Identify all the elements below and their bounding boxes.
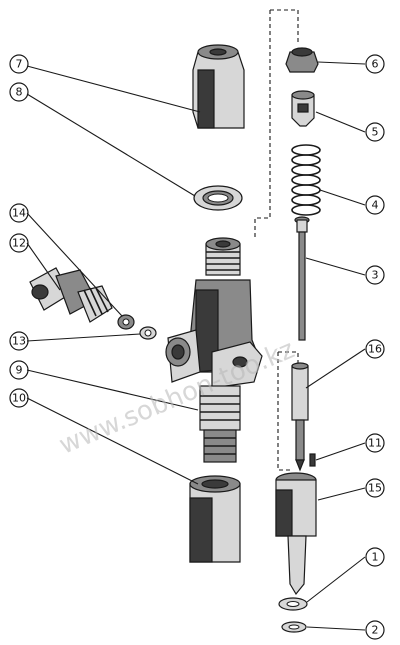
part-1-washer xyxy=(278,597,308,611)
callout-15: 15 xyxy=(365,478,385,498)
part-9-nozzle-body xyxy=(165,237,263,463)
callout-3: 3 xyxy=(365,265,385,285)
part-6-small-nut xyxy=(285,47,319,73)
part-15-nozzle xyxy=(275,472,317,596)
part-11-pin xyxy=(309,453,316,467)
svg-text:11: 11 xyxy=(368,437,382,450)
part-5-cap xyxy=(291,90,315,127)
svg-text:9: 9 xyxy=(16,364,23,377)
callout-12: 12 xyxy=(9,233,29,253)
part-13-washer xyxy=(139,326,157,340)
svg-text:2: 2 xyxy=(372,624,379,637)
callout-13: 13 xyxy=(9,331,29,351)
callout-2: 2 xyxy=(365,620,385,640)
part-14-ring xyxy=(117,314,135,330)
svg-text:3: 3 xyxy=(372,269,379,282)
callout-1: 1 xyxy=(365,547,385,567)
part-10-cap-nut xyxy=(189,475,241,563)
callout-16: 16 xyxy=(365,339,385,359)
part-3-push-rod xyxy=(294,216,310,341)
svg-text:4: 4 xyxy=(372,199,379,212)
svg-text:7: 7 xyxy=(16,58,23,71)
svg-text:10: 10 xyxy=(12,392,26,405)
part-2-washer xyxy=(281,621,307,633)
leader-lines xyxy=(26,61,366,631)
callout-5: 5 xyxy=(365,122,385,142)
part-7-nut xyxy=(192,44,245,129)
svg-text:13: 13 xyxy=(12,335,26,348)
assembly-guide-top xyxy=(254,9,299,240)
callout-8: 8 xyxy=(9,82,29,102)
svg-text:5: 5 xyxy=(372,126,379,139)
part-8-washer xyxy=(193,185,243,211)
callout-14: 14 xyxy=(9,203,29,223)
callout-7: 7 xyxy=(9,54,29,74)
part-16-needle xyxy=(291,362,309,472)
svg-text:15: 15 xyxy=(368,482,382,495)
callout-11: 11 xyxy=(365,433,385,453)
callout-6: 6 xyxy=(365,54,385,74)
svg-text:12: 12 xyxy=(12,237,26,250)
svg-text:8: 8 xyxy=(16,86,23,99)
callout-9: 9 xyxy=(9,360,29,380)
part-12-fitting xyxy=(29,267,113,323)
callout-10: 10 xyxy=(9,388,29,408)
callout-4: 4 xyxy=(365,195,385,215)
svg-text:1: 1 xyxy=(372,551,379,564)
svg-text:14: 14 xyxy=(12,207,26,220)
part-4-spring xyxy=(291,144,321,216)
svg-text:16: 16 xyxy=(368,343,382,356)
svg-text:6: 6 xyxy=(372,58,379,71)
